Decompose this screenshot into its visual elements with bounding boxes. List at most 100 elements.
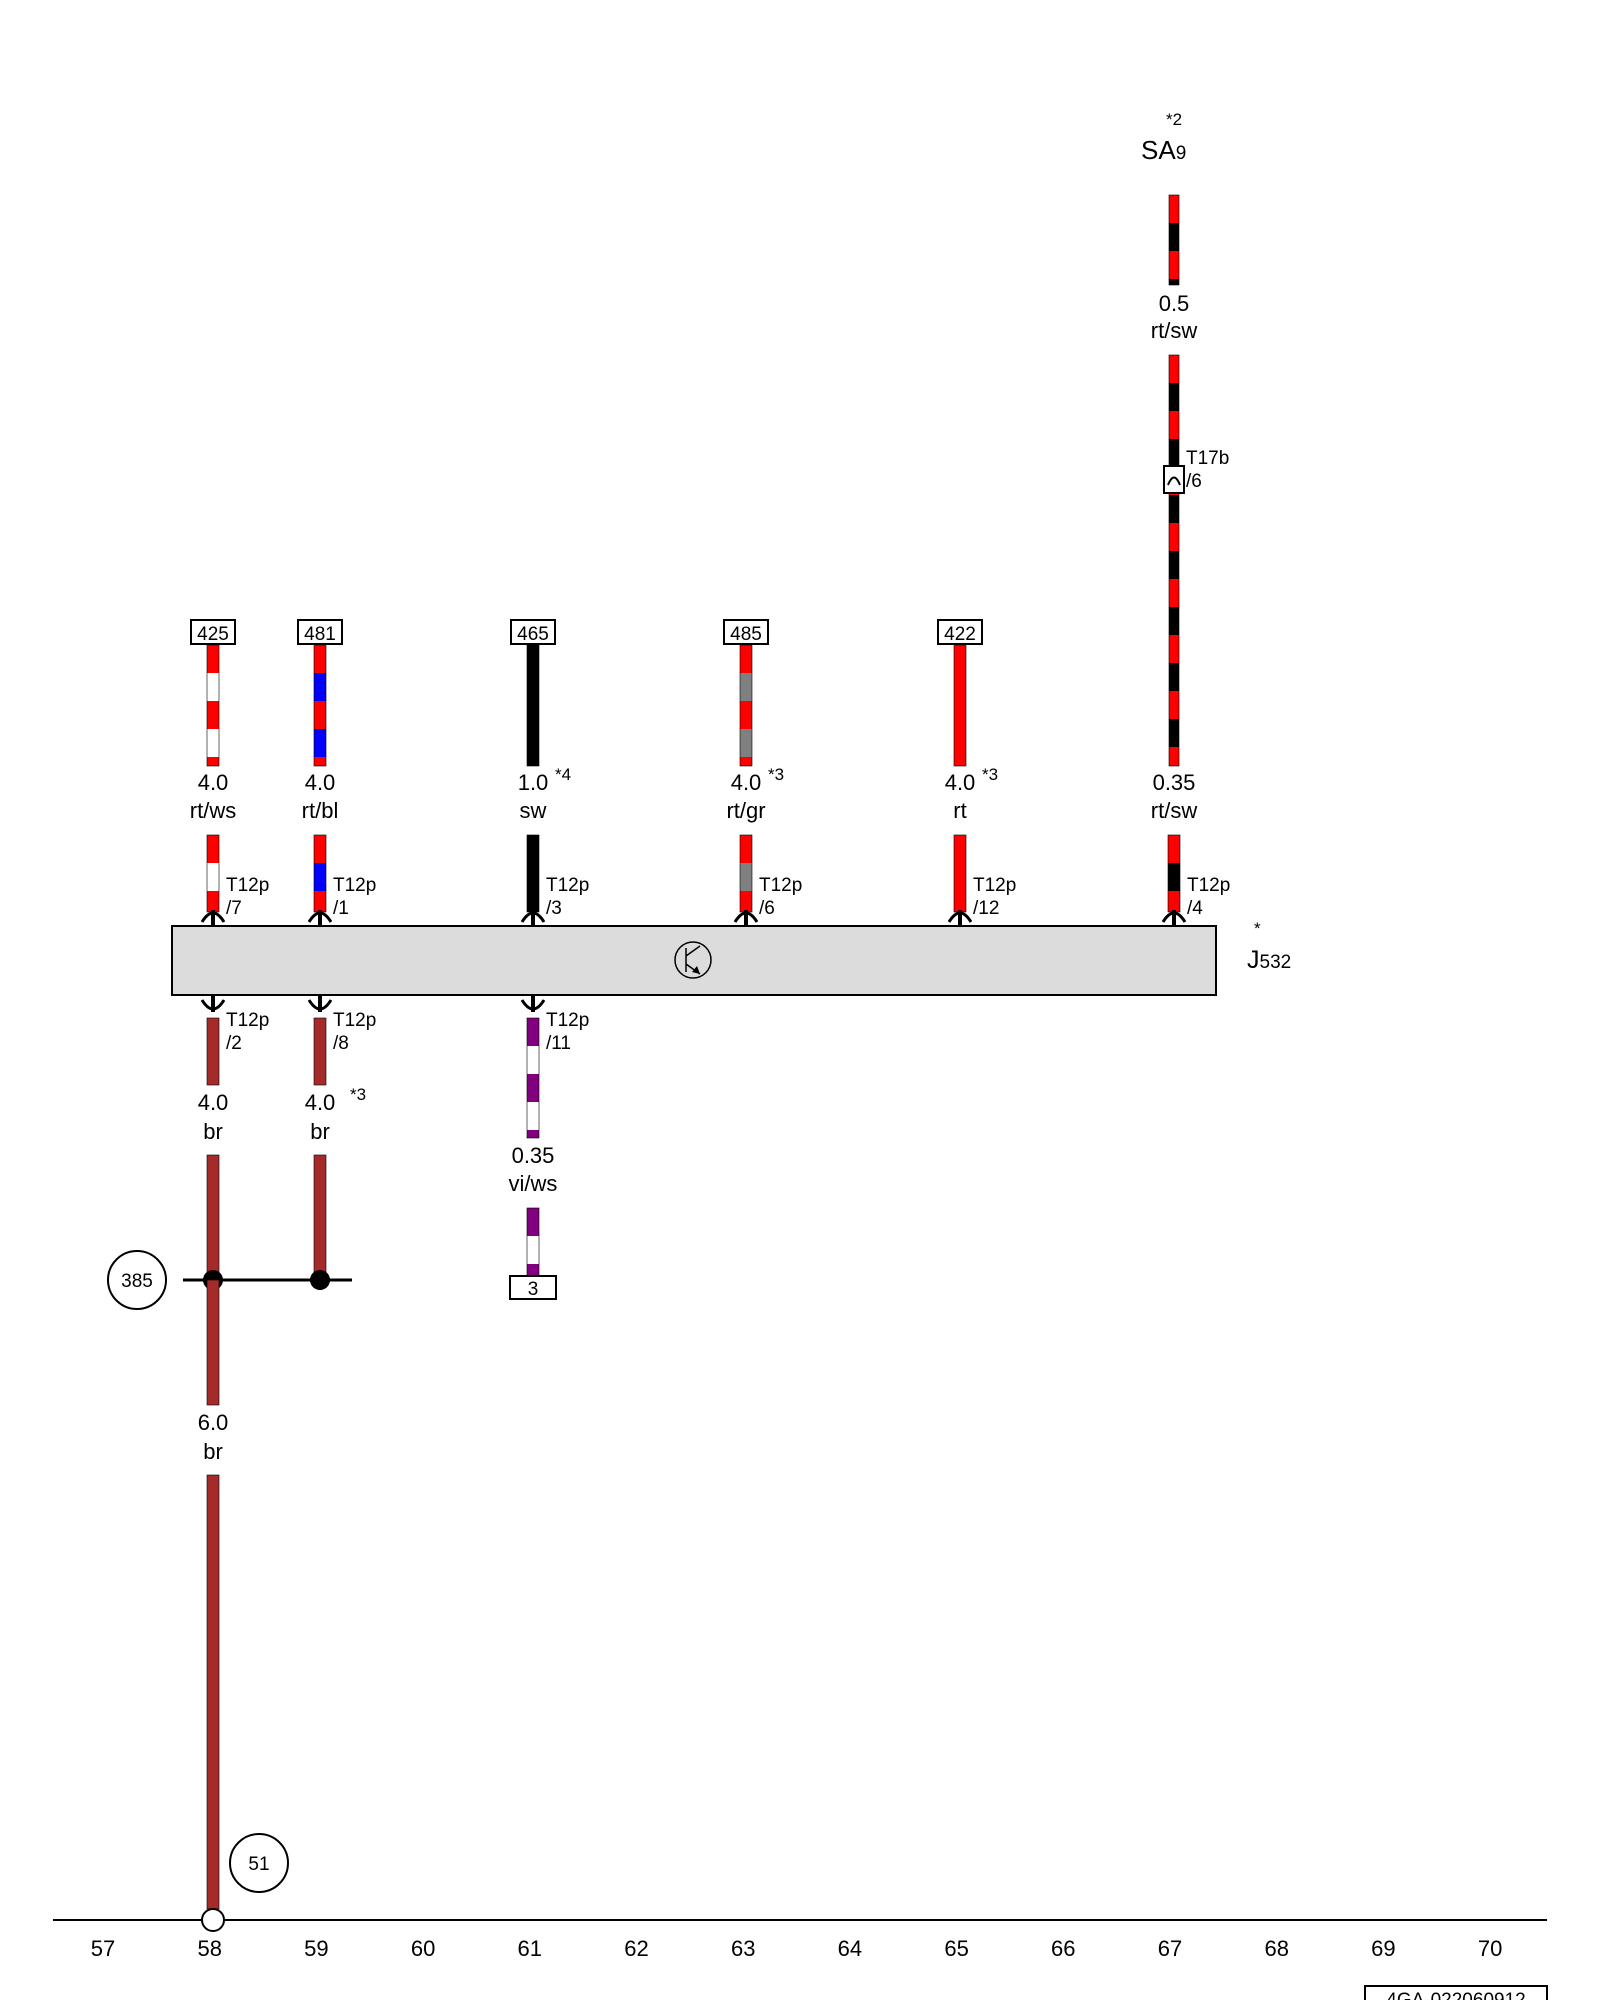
wire-upper-segment-stripe xyxy=(314,757,326,766)
wire-upper-segment-outline xyxy=(526,1017,540,1139)
connector-pin: /1 xyxy=(333,898,349,919)
wire-note: *3 xyxy=(350,1085,366,1104)
fuse-wire-lower-stripe xyxy=(1169,495,1179,523)
connector-pin: /12 xyxy=(973,898,999,919)
wire-lower-segment-fill xyxy=(314,1155,326,1280)
connector-pin: /3 xyxy=(546,898,562,919)
wire-lower-segment-stripe xyxy=(314,891,326,912)
wire-lower-segment-stripe xyxy=(527,1208,539,1236)
splice-dot-right xyxy=(310,1270,330,1290)
wire-lower-segment-stripe xyxy=(1168,891,1180,912)
wire-color: br xyxy=(310,1119,330,1144)
wire-lower-segment xyxy=(526,834,540,913)
connector-name: T12p xyxy=(226,1010,269,1031)
inline-connector-name: T17b xyxy=(1186,448,1229,469)
wire-size: 0.35 xyxy=(1153,770,1196,795)
wire-ref-box xyxy=(297,619,343,645)
wire-upper-segment-stripe xyxy=(527,1074,539,1102)
connector-pin: /7 xyxy=(226,898,242,919)
wire-lower-segment xyxy=(206,834,220,913)
wire-lower-segment xyxy=(739,834,753,913)
axis-number: 70 xyxy=(1478,1936,1502,1961)
wire-segment-fuse-lower xyxy=(1168,354,1180,767)
fuse-wire-lower xyxy=(1168,354,1180,767)
connector-name: T12p xyxy=(546,1010,589,1031)
wire-upper-segment-fill xyxy=(954,645,966,766)
wire-upper-segment-stripe xyxy=(314,645,326,673)
connector-name: T12p xyxy=(333,1010,376,1031)
wire-color: vi/ws xyxy=(509,1171,558,1196)
inline-connector-box xyxy=(1163,465,1185,494)
pin-terminal xyxy=(200,910,226,926)
fuse-label: SA9 xyxy=(1141,135,1186,165)
wire-ref-box xyxy=(510,619,556,645)
connector-name: T12p xyxy=(1187,875,1230,896)
ground-wire-upper xyxy=(206,1279,220,1406)
wire-upper-segment xyxy=(953,644,967,767)
wire-lower-segment-stripe xyxy=(207,891,219,912)
wire-lower-segment xyxy=(206,1154,220,1281)
wire-upper-segment xyxy=(206,1017,220,1086)
pin-terminal xyxy=(307,996,333,1012)
wire-upper-segment-stripe xyxy=(207,645,219,673)
fuse-letter: SA xyxy=(1141,135,1176,165)
fuse-wire-lower-stripe xyxy=(1169,635,1179,663)
axis-number: 63 xyxy=(731,1936,755,1961)
control-module-box xyxy=(171,925,1217,996)
axis-number: 62 xyxy=(624,1936,648,1961)
wire-color: br xyxy=(203,1119,223,1144)
wire-upper-segment-stripe xyxy=(527,1046,539,1074)
wire-upper-segment-stripe xyxy=(527,1018,539,1046)
wire-upper-segment-fill xyxy=(314,1018,326,1085)
wire-upper-segment-stripe xyxy=(740,673,752,701)
bottom-wires: T12p/24.0brT12p/84.0br*3T12p/110.35vi/ws… xyxy=(198,996,589,1300)
wire-upper-segment-fill xyxy=(207,1018,219,1085)
wire-upper-segment-stripe xyxy=(207,673,219,701)
component-note: * xyxy=(1254,919,1261,938)
pin-terminal xyxy=(520,996,546,1012)
wire-upper-segment-stripe xyxy=(740,729,752,757)
fuse-note: *2 xyxy=(1166,110,1182,129)
wire-upper-segment-outline xyxy=(206,644,220,767)
wire-lower-segment-stripe xyxy=(314,835,326,863)
wire-upper-segment-outline xyxy=(313,644,327,767)
wire-color: rt/bl xyxy=(302,798,339,823)
wire-lower-segment-stripe xyxy=(207,835,219,863)
ground-wire-size: 6.0 xyxy=(198,1410,229,1435)
wire-upper-segment xyxy=(313,644,327,767)
wire-size: 4.0 xyxy=(731,770,762,795)
top-wires: 4254.0rt/wsT12p/74814.0rt/blT12p/14651.0… xyxy=(190,619,1230,926)
wire-lower-segment-stripe xyxy=(740,891,752,912)
component-label: J532 xyxy=(1247,946,1291,974)
wire-upper-segment-stripe xyxy=(314,701,326,729)
axis-number: 65 xyxy=(944,1936,968,1961)
axis-number: 69 xyxy=(1371,1936,1395,1961)
wire-note: *3 xyxy=(768,765,784,784)
connector-name: T12p xyxy=(759,875,802,896)
wire-lower-segment-fill xyxy=(527,835,539,912)
wire-ref-label: 422 xyxy=(944,624,976,645)
wire-size: 1.0 xyxy=(518,770,549,795)
wire-lower-segment xyxy=(1167,834,1181,913)
ground-wire-upper-outline xyxy=(206,1279,220,1406)
wire-lower-segment-stripe xyxy=(527,1264,539,1276)
wire-lower-segment xyxy=(526,1207,540,1277)
wire-ref-label: 481 xyxy=(304,624,336,645)
ground-point-51-circle xyxy=(229,1833,289,1893)
wire-lower-segment-stripe xyxy=(1168,863,1180,891)
component-letter: J xyxy=(1247,946,1260,974)
fuse-wire-lower-stripe xyxy=(1169,523,1179,551)
wire-color: rt xyxy=(953,798,966,823)
wire-upper-segment xyxy=(526,644,540,767)
wire-ref-label: 485 xyxy=(730,624,762,645)
wire-size: 4.0 xyxy=(198,770,229,795)
wire-upper-segment-stripe xyxy=(207,701,219,729)
wire-note: *4 xyxy=(555,765,571,784)
fuse-wire-upper-outline xyxy=(1168,194,1180,286)
ground-wire-upper-fill xyxy=(207,1280,219,1405)
wire-upper-segment-stripe xyxy=(740,645,752,673)
connector-pin: /8 xyxy=(333,1033,349,1054)
